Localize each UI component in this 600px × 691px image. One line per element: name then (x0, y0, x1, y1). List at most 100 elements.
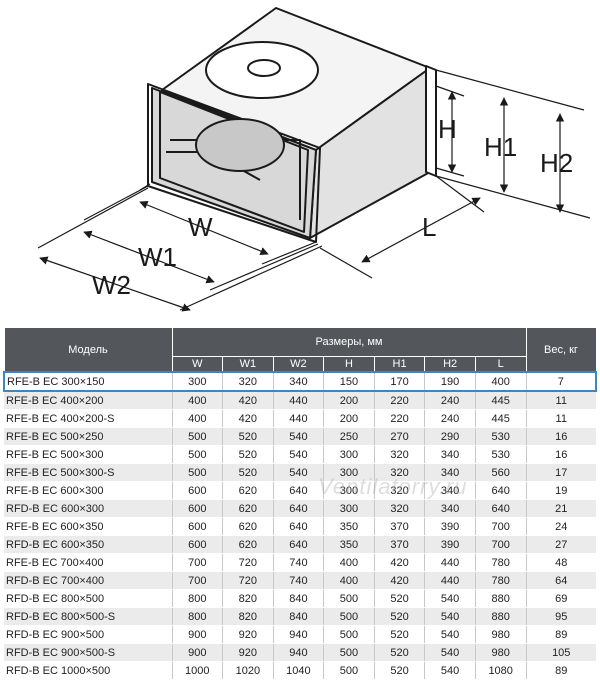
cell-l: 530 (474, 427, 526, 446)
header-model: Модель (3, 327, 173, 373)
cell-l: 780 (474, 553, 526, 572)
header-weight: Вес, кг (525, 327, 597, 373)
cell-h1: 170 (373, 371, 425, 392)
cell-h1: 520 (373, 589, 425, 608)
cell-w: 700 (171, 553, 223, 572)
cell-l: 530 (474, 445, 526, 464)
cell-h: 500 (323, 589, 375, 608)
cell-weight: 11 (525, 391, 596, 410)
cell-w2: 540 (272, 445, 324, 464)
label-w2: W2 (92, 270, 131, 300)
cell-w: 400 (171, 391, 223, 410)
cell-h1: 320 (373, 481, 425, 500)
cell-w1: 720 (222, 553, 274, 572)
cell-weight: 16 (525, 445, 596, 464)
cell-h: 500 (323, 625, 375, 644)
cell-h1: 370 (373, 535, 425, 554)
cell-model: RFD-B EC 600×300 (4, 499, 172, 518)
label-h2: H2 (540, 148, 573, 178)
cell-w1: 320 (222, 371, 274, 392)
cell-l: 400 (474, 371, 526, 392)
cell-h2: 240 (424, 391, 476, 410)
cell-w2: 640 (272, 517, 324, 536)
cell-w: 900 (171, 643, 223, 662)
cell-h1: 320 (373, 463, 425, 482)
header-w1: W1 (222, 356, 274, 373)
cell-weight: 16 (525, 427, 596, 446)
cell-w1: 420 (222, 409, 274, 428)
cell-l: 640 (474, 499, 526, 518)
label-l: L (422, 212, 436, 242)
cell-w2: 1040 (272, 661, 324, 680)
cell-h2: 540 (424, 589, 476, 608)
cell-w2: 540 (272, 427, 324, 446)
cell-h2: 340 (424, 463, 476, 482)
specification-table: Модель Размеры, мм Вес, кг W W1 W2 H H1 … (3, 327, 597, 680)
cell-h2: 390 (424, 535, 476, 554)
cell-w: 400 (171, 409, 223, 428)
cell-w2: 940 (272, 625, 324, 644)
cell-h1: 520 (373, 643, 425, 662)
cell-h: 300 (323, 463, 375, 482)
cell-weight: 27 (525, 535, 596, 554)
cell-l: 640 (474, 481, 526, 500)
cell-w: 600 (171, 481, 223, 500)
cell-weight: 48 (525, 553, 596, 572)
dimension-labels: W W1 W2 L H H1 H2 (92, 114, 573, 300)
cell-h2: 540 (424, 607, 476, 626)
cell-model: RFE-B EC 500×300 (4, 445, 172, 464)
cell-l: 980 (474, 625, 526, 644)
cell-weight: 64 (525, 571, 596, 590)
cell-model: RFE-B EC 500×300-S (4, 463, 172, 482)
header-l: L (474, 356, 527, 373)
cell-model: RFE-B EC 600×350 (4, 517, 172, 536)
cell-w2: 640 (272, 481, 324, 500)
dimension-lines (37, 69, 591, 312)
header-dimensions: Размеры, мм (171, 327, 527, 357)
cell-l: 1080 (474, 661, 526, 680)
cell-w2: 440 (272, 409, 324, 428)
cell-h: 150 (323, 371, 375, 392)
cell-h2: 540 (424, 643, 476, 662)
cell-h1: 320 (373, 499, 425, 518)
cell-w1: 1020 (222, 661, 274, 680)
cell-w1: 520 (222, 463, 274, 482)
cell-model: RFD-B EC 900×500-S (4, 643, 172, 662)
fan-dimension-drawing: W W1 W2 L H H1 H2 (37, 7, 591, 312)
cell-model: RFD-B EC 700×400 (4, 571, 172, 590)
cell-h1: 220 (373, 409, 425, 428)
cell-w1: 420 (222, 391, 274, 410)
cell-model: RFD-B EC 600×350 (4, 535, 172, 554)
cell-h2: 190 (424, 371, 476, 392)
cell-weight: 7 (525, 371, 597, 392)
cell-weight: 105 (525, 643, 596, 662)
cell-l: 880 (474, 589, 526, 608)
header-h1: H1 (373, 356, 426, 373)
cell-weight: 89 (525, 661, 596, 680)
cell-w1: 620 (222, 517, 274, 536)
cell-w2: 340 (272, 371, 324, 392)
cell-w: 700 (171, 571, 223, 590)
cell-h: 350 (323, 535, 375, 554)
cell-h1: 520 (373, 625, 425, 644)
cell-l: 780 (474, 571, 526, 590)
cell-h1: 520 (373, 607, 425, 626)
